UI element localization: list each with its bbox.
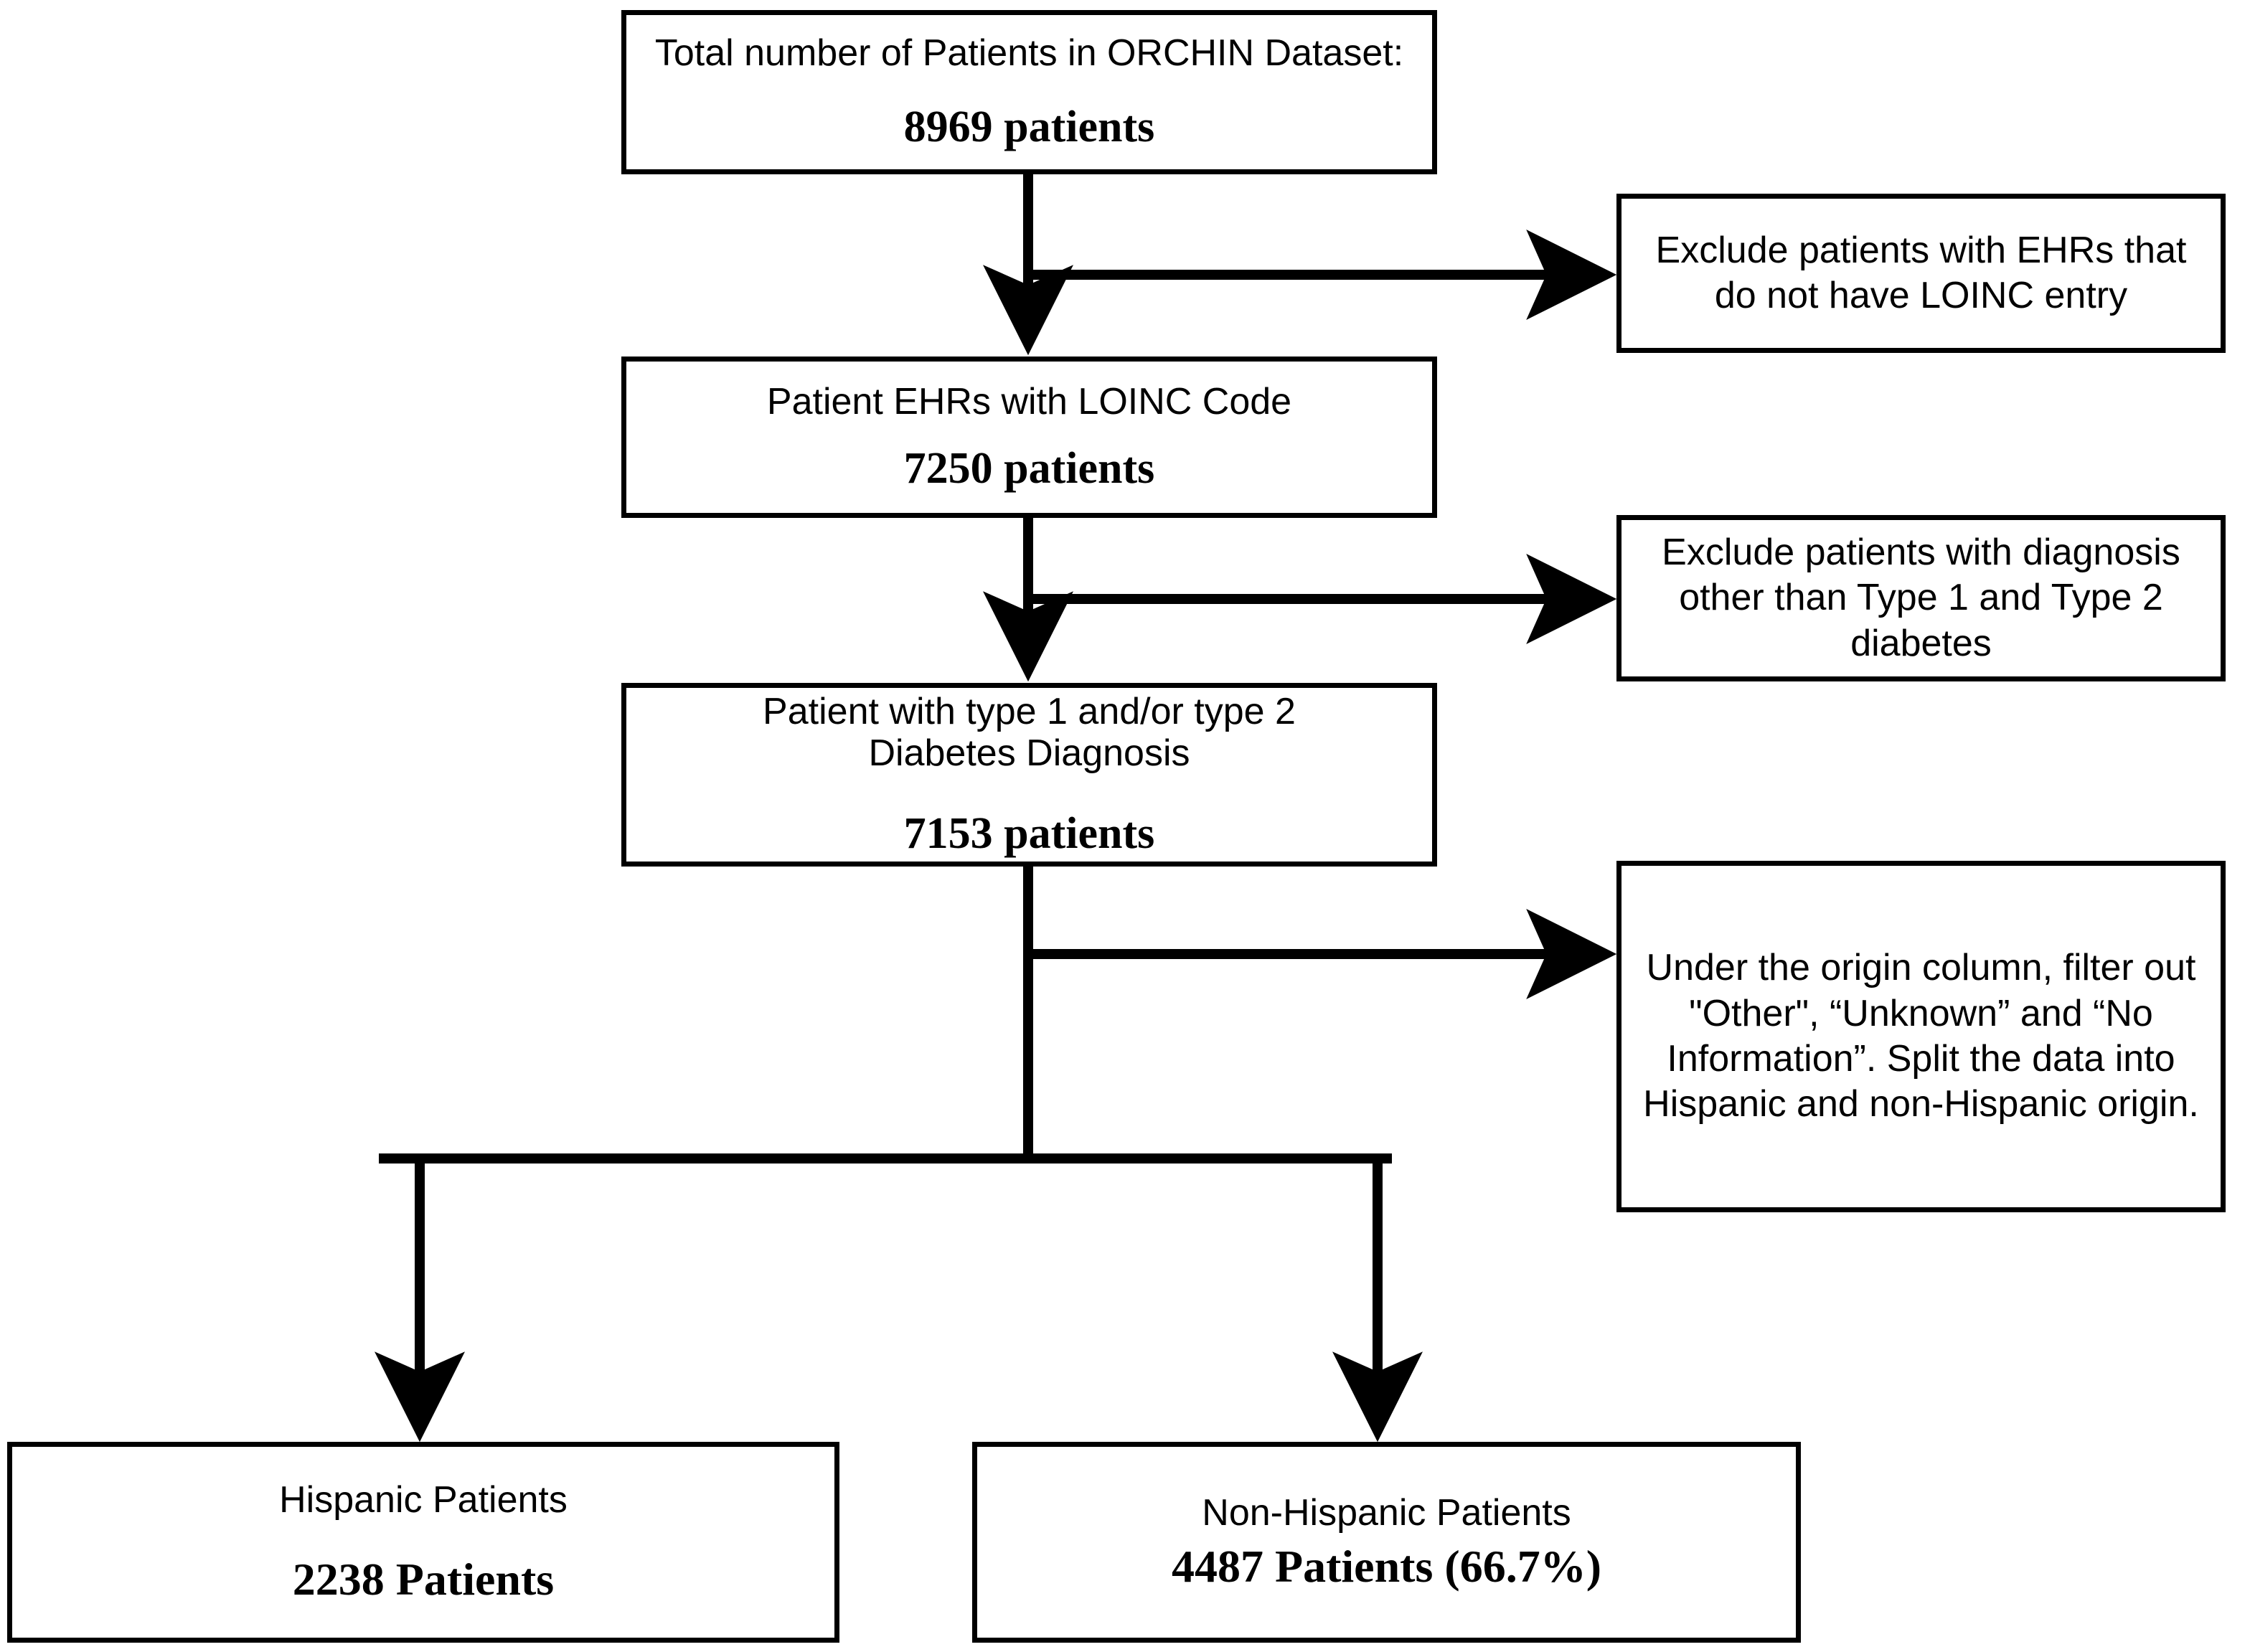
annotation-exclude-other-diagnosis: Exclude patients with diagnosis other th…	[1616, 515, 2226, 681]
node-loinc-patients-label: Patient EHRs with LOINC Code	[766, 380, 1292, 423]
node-total-patients-label: Total number of Patients in ORCHIN Datas…	[654, 32, 1404, 74]
node-loinc-patients-count: 7250 patients	[903, 443, 1155, 493]
node-non-hispanic-patients-label: Non-Hispanic Patients	[1202, 1492, 1571, 1534]
annotation-filter-origin-text: Under the origin column, filter out "Oth…	[1643, 947, 2199, 1125]
node-loinc-patients: Patient EHRs with LOINC Code 7250 patien…	[621, 357, 1437, 518]
annotation-exclude-other-diagnosis-text: Exclude patients with diagnosis other th…	[1662, 531, 2180, 664]
node-diabetes-diagnosis-count: 7153 patients	[903, 808, 1155, 858]
node-diabetes-diagnosis: Patient with type 1 and/or type 2 Diabet…	[621, 683, 1437, 867]
node-total-patients-count: 8969 patients	[903, 102, 1155, 151]
annotation-filter-origin: Under the origin column, filter out "Oth…	[1616, 861, 2226, 1212]
node-non-hispanic-patients: Non-Hispanic Patients 4487 Patients (66.…	[972, 1442, 1801, 1643]
annotation-exclude-no-loinc: Exclude patients with EHRs that do not h…	[1616, 194, 2226, 353]
node-non-hispanic-patients-count: 4487 Patients (66.7%)	[1171, 1541, 1602, 1592]
annotation-exclude-no-loinc-text: Exclude patients with EHRs that do not h…	[1655, 229, 2187, 316]
node-total-patients: Total number of Patients in ORCHIN Datas…	[621, 10, 1437, 174]
node-diabetes-diagnosis-label: Patient with type 1 and/or type 2 Diabet…	[763, 691, 1296, 775]
node-hispanic-patients-count: 2238 Patients	[292, 1554, 555, 1605]
node-hispanic-patients-label: Hispanic Patients	[279, 1479, 568, 1521]
node-hispanic-patients: Hispanic Patients 2238 Patients	[7, 1442, 839, 1643]
